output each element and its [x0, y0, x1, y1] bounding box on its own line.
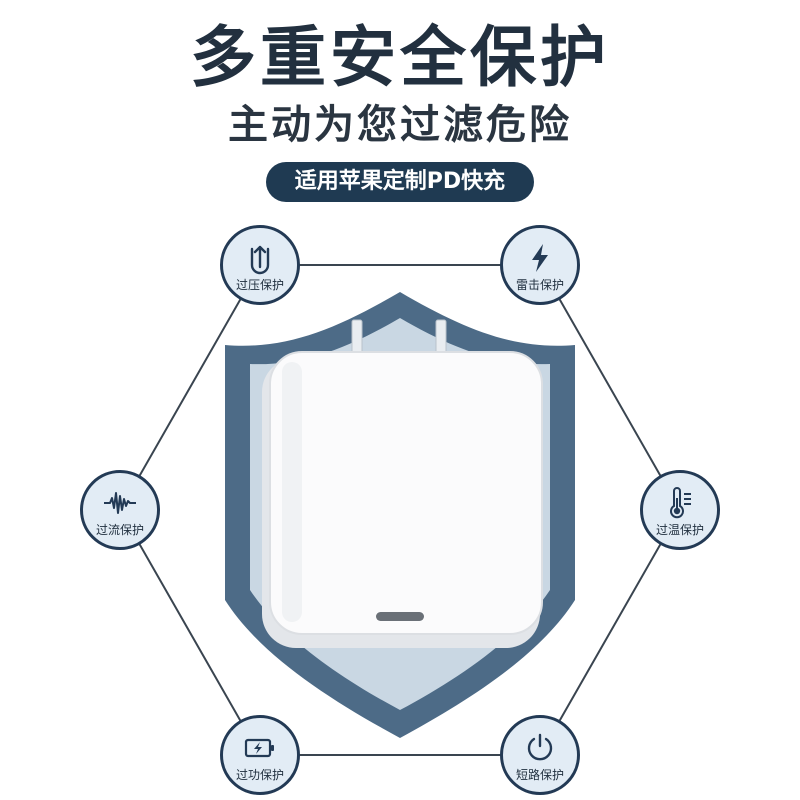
- thermometer-icon: [670, 486, 691, 518]
- feature-short-circuit: 短路保护: [500, 715, 580, 795]
- usb-c-port: [376, 612, 424, 621]
- lightning-icon: [532, 243, 548, 272]
- power-icon: [527, 733, 553, 760]
- feature-label: 过功保护: [235, 767, 284, 782]
- feature-label: 过温保护: [655, 522, 704, 537]
- feature-label: 过流保护: [95, 522, 144, 537]
- feature-label: 过压保护: [235, 277, 284, 292]
- feature-overvoltage: 过压保护: [220, 225, 300, 305]
- feature-label: 雷击保护: [515, 277, 564, 292]
- feature-label: 短路保护: [515, 767, 564, 782]
- feature-lightning: 雷击保护: [500, 225, 580, 305]
- page-subtitle: 主动为您过滤危险: [228, 102, 572, 148]
- feature-overtemperature: 过温保护: [640, 470, 720, 550]
- battery-charging-icon: [244, 738, 274, 757]
- page-title: 多重安全保护: [190, 19, 610, 96]
- feature-overcurrent: 过流保护: [80, 470, 160, 550]
- waveform-icon: [104, 491, 136, 514]
- compatibility-badge: 适用苹果定制PD快充: [266, 162, 534, 202]
- upload-arrow-icon: [250, 245, 270, 274]
- feature-overpower: 过功保护: [220, 715, 300, 795]
- charger-body: [262, 351, 543, 648]
